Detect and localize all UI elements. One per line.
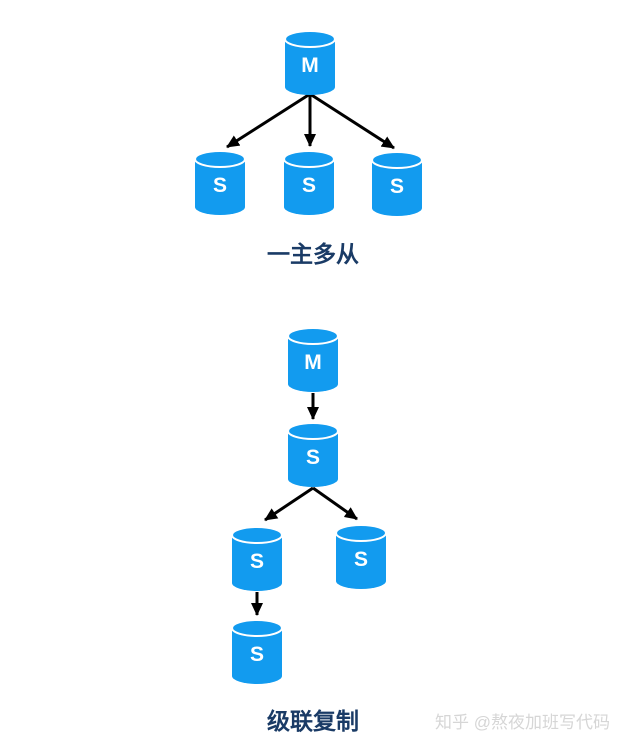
- diagram-cascade-replication: M S S S S 级联复制: [231, 327, 387, 734]
- cylinder-body: [336, 533, 386, 589]
- cylinder-top: [194, 150, 246, 168]
- node-label: S: [302, 174, 316, 197]
- cylinder-body: [288, 431, 338, 487]
- cylinder-top: [371, 151, 423, 169]
- watermark: 知乎 @熬夜加班写代码: [435, 712, 610, 732]
- db-cylinder-d2-relay-slave: S: [287, 422, 339, 487]
- db-cylinder-d1-slave-middle: S: [283, 150, 335, 215]
- node-label: S: [354, 548, 368, 571]
- cylinder-top: [335, 524, 387, 542]
- cylinder-body: [288, 336, 338, 392]
- cylinder-body: [232, 628, 282, 684]
- db-cylinder-d2-master: M: [287, 327, 339, 392]
- db-cylinder-d1-slave-right: S: [371, 151, 423, 216]
- db-cylinder-d2-cascade-slave: S: [231, 619, 283, 684]
- cylinder-body: [372, 160, 422, 216]
- cylinder-body: [195, 159, 245, 215]
- db-cylinder-d2-slave-right: S: [335, 524, 387, 589]
- cylinder-top: [283, 150, 335, 168]
- diagram-one-master-multi-slave: M S S S 一主多从: [194, 30, 423, 267]
- cylinder-body: [232, 535, 282, 591]
- cylinder-top: [287, 327, 339, 345]
- diagram1-caption: 一主多从: [267, 241, 359, 267]
- cylinder-top: [231, 526, 283, 544]
- diagram2-caption: 级联复制: [267, 708, 359, 734]
- arrow-d1-master-to-slave-right: [309, 92, 395, 150]
- node-label: S: [250, 550, 264, 573]
- node-label: M: [301, 54, 319, 77]
- arrow-d2-relay-to-slave-left: [264, 486, 314, 522]
- cylinder-body: [285, 39, 335, 95]
- db-cylinder-d2-slave-left: S: [231, 526, 283, 591]
- node-label: S: [250, 643, 264, 666]
- node-label: S: [306, 446, 320, 469]
- arrow-d2-relay-to-slave-right: [312, 486, 358, 521]
- node-label: S: [390, 175, 404, 198]
- db-cylinder-d1-slave-left: S: [194, 150, 246, 215]
- node-label: M: [304, 351, 322, 374]
- cylinder-top: [284, 30, 336, 48]
- node-label: S: [213, 174, 227, 197]
- db-cylinder-d1-master: M: [284, 30, 336, 95]
- arrow-d1-master-to-slave-left: [226, 92, 311, 149]
- cylinder-body: [284, 159, 334, 215]
- cylinder-top: [287, 422, 339, 440]
- cylinder-top: [231, 619, 283, 637]
